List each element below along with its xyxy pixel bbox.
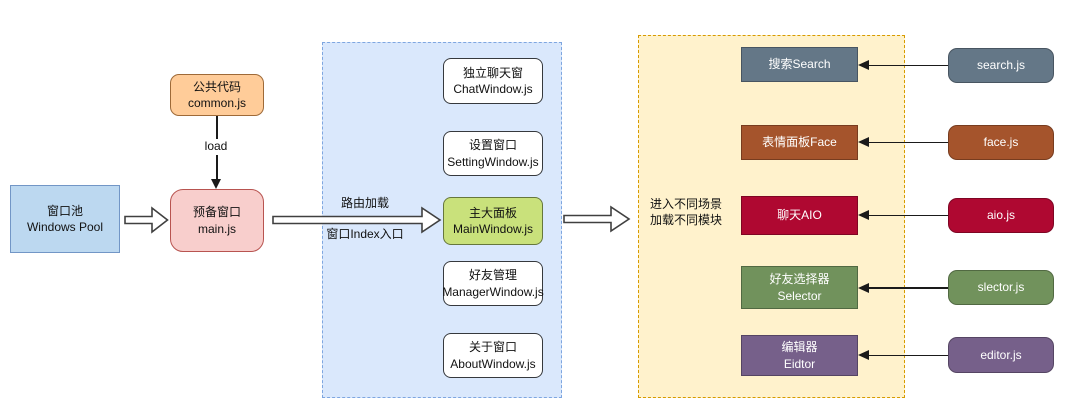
managerwindow-label-cn: 好友管理 (468, 268, 517, 283)
arrow-aiojs-to-aio (858, 210, 948, 222)
arrow-facejs-to-face (858, 137, 948, 149)
arrow-searchjs-to-search (858, 60, 948, 72)
load-arrow-head-icon (211, 179, 221, 189)
editor-js-label: editor.js (980, 347, 1022, 362)
arrow-editorjs-to-editor (858, 350, 948, 362)
script-node-face-js: face.js (948, 125, 1054, 160)
module-aio-label: 聊天AIO (777, 208, 822, 223)
module-editor-label-cn: 编辑器 (781, 340, 818, 355)
module-node-aio: 聊天AIO (741, 196, 858, 235)
managerwindow-label-en: ManagerWindow.js (442, 284, 544, 299)
window-index-entry-label: 窗口Index入口 (326, 227, 404, 241)
module-node-search: 搜索Search (741, 47, 858, 82)
scene-entry-line2: 加载不同模块 (649, 212, 722, 227)
common-label-en: common.js (187, 96, 246, 110)
window-node-settingwindow: 设置窗口 SettingWindow.js (443, 131, 543, 176)
main-to-mainwindow-arrow (272, 206, 442, 234)
window-node-aboutwindow: 关于窗口 AboutWindow.js (443, 333, 543, 378)
module-node-editor: 编辑器 Eidtor (741, 335, 858, 376)
settingwindow-label-en: SettingWindow.js (447, 154, 539, 169)
window-node-mainwindow: 主大面板 MainWindow.js (443, 197, 543, 245)
module-node-selector: 好友选择器 Selector (741, 266, 858, 309)
script-node-slector-js: slector.js (948, 270, 1054, 305)
script-node-editor-js: editor.js (948, 337, 1054, 373)
windows-pool-label-en: Windows Pool (26, 220, 104, 234)
arrow-slectorjs-to-selector (858, 282, 948, 294)
windows-pool-label-cn: 窗口池 (46, 203, 83, 218)
module-editor-label-en: Eidtor (783, 356, 816, 371)
chatwindow-label-en: ChatWindow.js (453, 82, 533, 96)
windows-pool-node: 窗口池 Windows Pool (10, 185, 120, 253)
main-label-cn: 预备窗口 (192, 205, 241, 220)
module-search-label: 搜索Search (768, 57, 831, 72)
aboutwindow-label-cn: 关于窗口 (468, 340, 517, 355)
module-node-face: 表情面板Face (741, 125, 858, 160)
chatwindow-label-cn: 独立聊天窗 (462, 65, 523, 80)
window-node-managerwindow: 好友管理 ManagerWindow.js (442, 261, 544, 306)
slector-js-label: slector.js (977, 280, 1025, 295)
load-label: load (194, 139, 238, 155)
face-js-label: face.js (983, 135, 1019, 150)
script-node-search-js: search.js (948, 48, 1054, 83)
main-label-en: main.js (197, 221, 236, 236)
mainwindow-to-scenes-arrow (563, 205, 631, 233)
window-node-chatwindow: 独立聊天窗 ChatWindow.js (443, 58, 543, 104)
common-label-cn: 公共代码 (192, 79, 241, 94)
script-node-aio-js: aio.js (948, 198, 1054, 233)
mainwindow-label-cn: 主大面板 (468, 205, 517, 220)
main-js-node: 预备窗口 main.js (170, 189, 264, 252)
pool-to-main-arrow (124, 206, 169, 234)
search-js-label: search.js (976, 58, 1026, 73)
module-face-label: 表情面板Face (762, 135, 837, 150)
mainwindow-label-en: MainWindow.js (452, 222, 534, 236)
aboutwindow-label-en: AboutWindow.js (450, 356, 536, 371)
module-selector-label-cn: 好友选择器 (769, 272, 830, 287)
route-load-label: 路由加载 (340, 196, 389, 210)
module-selector-label-en: Selector (777, 288, 822, 303)
aio-js-label: aio.js (986, 208, 1015, 223)
scene-entry-label: 进入不同场景 加载不同模块 (640, 197, 732, 228)
settingwindow-label-cn: 设置窗口 (468, 138, 517, 153)
scene-entry-line1: 进入不同场景 (649, 197, 722, 211)
common-js-node: 公共代码 common.js (170, 74, 264, 116)
